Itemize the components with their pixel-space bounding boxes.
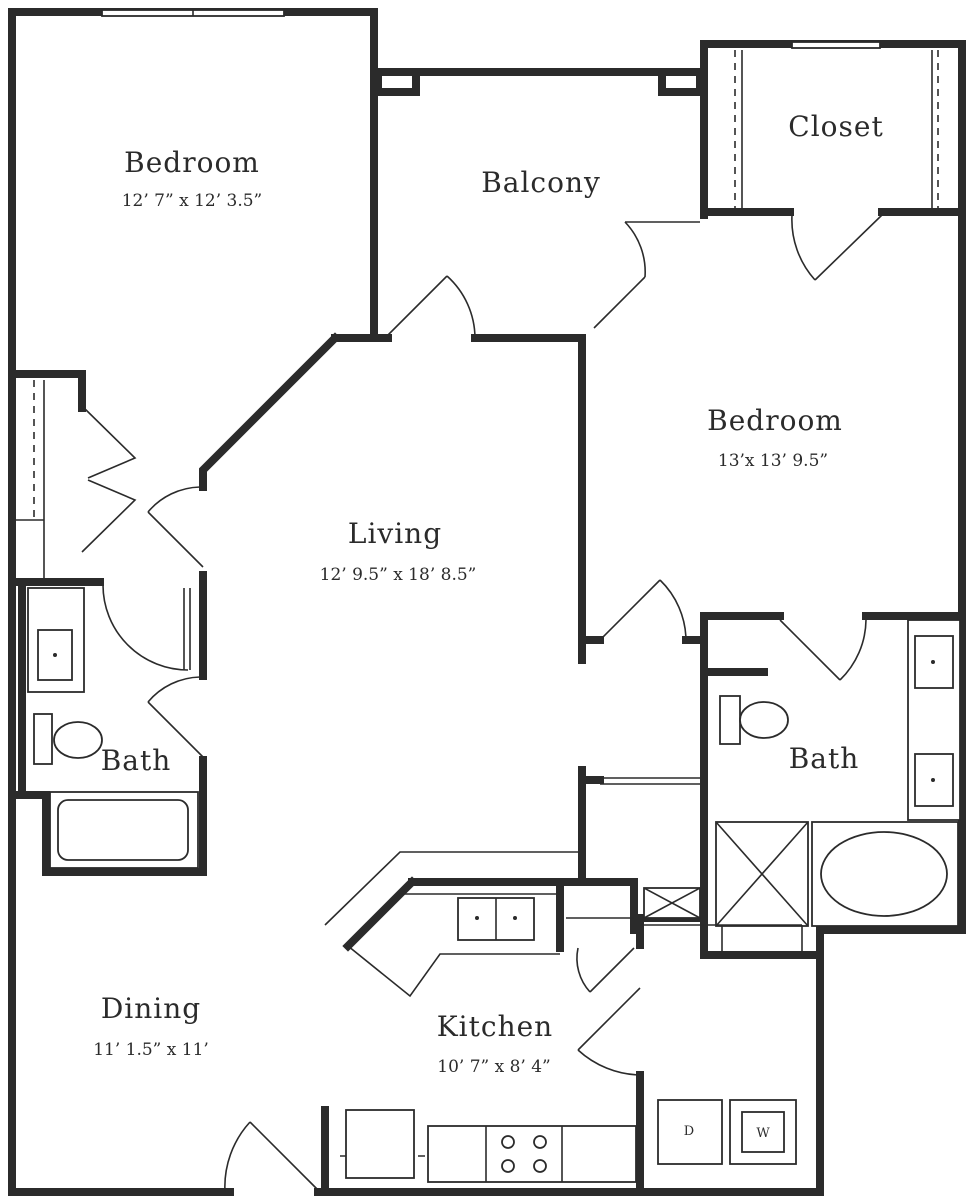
closet-rods (16, 50, 939, 1157)
kitchen-label: Kitchen (437, 1010, 553, 1043)
kitchen-fixtures (324, 851, 803, 1183)
windows (101, 9, 881, 49)
bedroom1-size: 12’ 7” x 12’ 3.5” (122, 191, 263, 211)
doors (81, 214, 883, 1193)
closet-label: Closet (788, 110, 883, 143)
dining-size: 11’ 1.5” x 11’ (93, 1040, 209, 1060)
room-labels: Bedroom 12’ 7” x 12’ 3.5” Balcony Closet… (93, 110, 883, 1141)
balcony-label: Balcony (481, 166, 601, 199)
bath2-label: Bath (789, 742, 860, 775)
bedroom1-label: Bedroom (124, 146, 260, 179)
living-size: 12’ 9.5” x 18’ 8.5” (320, 565, 477, 585)
bedroom2-label: Bedroom (707, 404, 843, 437)
bedroom2-size: 13’x 13’ 9.5” (718, 451, 828, 471)
walls (8, 8, 966, 1196)
bath2-fixtures (715, 619, 961, 927)
dining-label: Dining (101, 992, 201, 1025)
living-label: Living (348, 517, 442, 550)
washer-label: W (756, 1126, 770, 1141)
bath1-fixtures (27, 587, 199, 869)
bath1-label: Bath (101, 744, 172, 777)
dryer-label: D (684, 1124, 694, 1139)
kitchen-size: 10’ 7” x 8’ 4” (437, 1057, 550, 1077)
